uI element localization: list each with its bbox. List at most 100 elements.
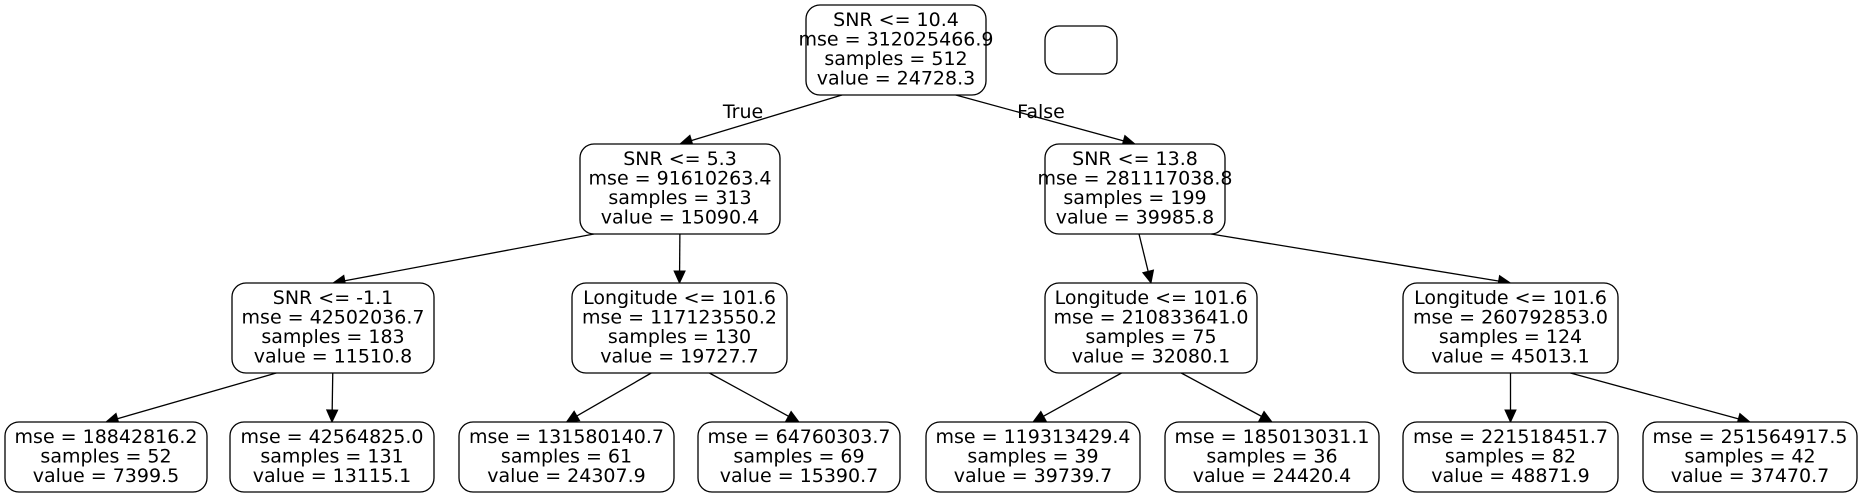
arrow-head bbox=[1141, 269, 1155, 285]
node-text-line: value = 32080.1 bbox=[1072, 346, 1230, 368]
tree-edge bbox=[709, 372, 801, 423]
arrow-head bbox=[673, 270, 686, 285]
node-box bbox=[925, 421, 1141, 493]
node-text-line: value = 15390.7 bbox=[720, 465, 878, 487]
node-text-line: value = 39739.7 bbox=[954, 465, 1112, 487]
node-text-line: value = 15090.4 bbox=[601, 207, 759, 229]
node-text-line: samples = 512 bbox=[824, 48, 967, 70]
tree-edge bbox=[673, 233, 686, 285]
tree-edge bbox=[1504, 373, 1517, 424]
tree-edge bbox=[331, 233, 595, 287]
node-box bbox=[805, 4, 987, 96]
tree-edge bbox=[325, 372, 339, 424]
edge-line bbox=[342, 233, 595, 282]
node-text-line: samples = 183 bbox=[261, 326, 404, 348]
node-text-line: mse = 210833641.0 bbox=[1053, 307, 1248, 329]
edge-line bbox=[331, 372, 334, 413]
edge-line bbox=[1210, 233, 1501, 283]
node-box bbox=[1044, 25, 1118, 75]
node-text-line: mse = 18842816.2 bbox=[15, 426, 198, 448]
node-text-line: samples = 69 bbox=[733, 445, 864, 467]
edges-layer: True False bbox=[104, 94, 1752, 425]
tree-edge bbox=[1138, 233, 1155, 285]
node-text-line: SNR <= -1.1 bbox=[273, 287, 393, 309]
node-text-line: mse = 119313429.4 bbox=[935, 426, 1130, 448]
node-text-line: mse = 260792853.0 bbox=[1413, 307, 1608, 329]
node-text-line: samples = 52 bbox=[40, 445, 171, 467]
node-text-line: value = 24307.9 bbox=[487, 465, 645, 487]
node-text-line: value = 39985.8 bbox=[1056, 207, 1214, 229]
node-box bbox=[579, 143, 781, 235]
node-text-line: mse = 64760303.7 bbox=[708, 426, 891, 448]
edge-label-true: True bbox=[722, 101, 763, 123]
node-text-line: samples = 75 bbox=[1085, 326, 1216, 348]
node-box bbox=[571, 282, 788, 374]
node-text-line: Longitude <= 101.6 bbox=[1414, 287, 1607, 309]
node-box bbox=[1402, 282, 1619, 374]
node-text-line: samples = 130 bbox=[608, 326, 751, 348]
node-box bbox=[1402, 421, 1619, 493]
node-text-line: mse = 185013031.1 bbox=[1174, 426, 1369, 448]
node-text-line: value = 13115.1 bbox=[253, 465, 411, 487]
arrow-head bbox=[565, 410, 581, 423]
node-text-line: value = 11510.8 bbox=[254, 346, 412, 368]
tree-edge bbox=[104, 372, 277, 425]
node-text-line: mse = 42564825.0 bbox=[241, 426, 424, 448]
tree-edge: True bbox=[678, 94, 843, 147]
node-text-line: samples = 82 bbox=[1445, 445, 1576, 467]
node-text-line: samples = 39 bbox=[967, 445, 1098, 467]
edge-line bbox=[1041, 372, 1122, 418]
node-text-line: mse = 251564917.5 bbox=[1652, 426, 1847, 448]
node-text-line: mse = 131580140.7 bbox=[469, 426, 664, 448]
node-text-line: Longitude <= 101.6 bbox=[583, 287, 776, 309]
node-box bbox=[1642, 421, 1858, 493]
node-text-line: value = 24728.3 bbox=[817, 68, 975, 90]
node-text-line: samples = 61 bbox=[501, 445, 632, 467]
edge-line bbox=[689, 94, 843, 142]
node-text-line: SNR <= 13.8 bbox=[1072, 148, 1198, 170]
node-box bbox=[4, 421, 208, 493]
node-text-line: mse = 117123550.2 bbox=[582, 307, 777, 329]
tree-edge bbox=[565, 372, 652, 423]
edge-line bbox=[1570, 372, 1741, 420]
node-box bbox=[1164, 421, 1380, 493]
node-text-line: value = 37470.7 bbox=[1671, 465, 1829, 487]
node-text-line: samples = 313 bbox=[608, 187, 751, 209]
node-text-line: samples = 131 bbox=[260, 445, 403, 467]
edge-label-false: False bbox=[1017, 101, 1065, 123]
node-text-line: value = 7399.5 bbox=[33, 465, 179, 487]
node-box bbox=[229, 421, 435, 493]
edge-line bbox=[1138, 233, 1150, 274]
node-box bbox=[697, 421, 901, 493]
node-text-line: SNR <= 10.4 bbox=[833, 9, 959, 31]
node-text-line: Longitude <= 101.6 bbox=[1055, 287, 1248, 309]
node-text-line: value = 48871.9 bbox=[1431, 465, 1589, 487]
arrow-head bbox=[785, 410, 801, 423]
arrow-head bbox=[325, 409, 339, 424]
edge-line bbox=[574, 372, 652, 418]
node-text-line: samples = 199 bbox=[1063, 187, 1206, 209]
tree-edge bbox=[1570, 372, 1752, 425]
tree-edge: False bbox=[955, 94, 1137, 147]
edge-line bbox=[709, 372, 791, 418]
node-text-line: samples = 36 bbox=[1206, 445, 1337, 467]
edge-line bbox=[1180, 372, 1264, 418]
node-text-line: value = 45013.1 bbox=[1431, 346, 1589, 368]
node-box bbox=[1044, 282, 1258, 374]
node-text-line: mse = 221518451.7 bbox=[1413, 426, 1608, 448]
